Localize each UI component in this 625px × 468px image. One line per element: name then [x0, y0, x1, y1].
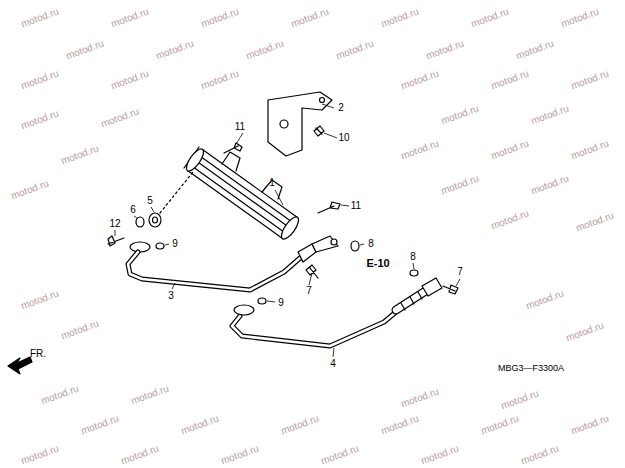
callout-number: 1 [269, 178, 275, 188]
callout-number: 7 [306, 286, 312, 296]
callout-number: 9 [172, 239, 178, 249]
callout-number: 11 [235, 122, 245, 132]
figure-code: MBG3—F3300A [498, 364, 564, 373]
callout-number: 7 [457, 267, 463, 277]
watermark: motod.ru [480, 414, 521, 437]
watermark: motod.ru [20, 7, 61, 30]
watermark: motod.ru [570, 69, 611, 92]
watermark: motod.ru [440, 174, 481, 197]
callout-number: 10 [338, 133, 349, 143]
watermark: motod.ru [80, 414, 121, 437]
watermark: motod.ru [200, 7, 241, 30]
watermark: motod.ru [520, 444, 561, 467]
watermark: motod.ru [490, 209, 531, 232]
watermark: motod.ru [20, 289, 61, 312]
watermark: motod.ru [400, 139, 441, 162]
watermark: motod.ru [10, 179, 51, 202]
watermark: motod.ru [320, 444, 361, 467]
watermark: motod.ru [290, 7, 331, 30]
watermark: motod.ru [60, 144, 101, 167]
watermark: motod.ru [470, 7, 511, 30]
watermark: motod.ru [575, 211, 616, 234]
callout-number: 11 [351, 201, 361, 211]
watermark: motod.ru [530, 174, 571, 197]
watermark: motod.ru [440, 104, 481, 127]
watermark: motod.ru [530, 104, 571, 127]
watermark: motod.ru [490, 139, 531, 162]
watermark: motod.ru [570, 414, 611, 437]
watermark: motod.ru [400, 69, 441, 92]
watermark: motod.ru [220, 444, 261, 467]
watermark: motod.ru [400, 387, 441, 410]
watermark: motod.ru [40, 384, 81, 407]
callout-number: 8 [368, 239, 374, 249]
watermark: motod.ru [565, 321, 606, 344]
watermark: motod.ru [65, 39, 106, 62]
watermark: motod.ru [200, 69, 241, 92]
watermark: motod.ru [110, 7, 151, 30]
watermark: motod.ru [245, 39, 286, 62]
callout-number: 6 [130, 205, 136, 215]
watermark: motod.ru [110, 69, 151, 92]
callout-number: 12 [109, 219, 120, 229]
direction-label: FR. [30, 349, 46, 359]
callout-number: 4 [330, 359, 336, 369]
watermark: motod.ru [60, 319, 101, 342]
callout-number: 5 [147, 196, 153, 206]
watermark: motod.ru [570, 139, 611, 162]
watermark: motod.ru [180, 414, 221, 437]
watermark: motod.ru [280, 414, 321, 437]
watermark: motod.ru [155, 39, 196, 62]
callout-number: 2 [338, 103, 344, 113]
callout-number: 8 [410, 252, 416, 262]
watermark: motod.ru [130, 384, 171, 407]
watermark: motod.ru [335, 39, 376, 62]
watermark: motod.ru [490, 69, 531, 92]
watermark: motod.ru [525, 289, 566, 312]
reference-code: E-10 [366, 258, 389, 269]
watermark: motod.ru [420, 444, 461, 467]
watermark: motod.ru [425, 39, 466, 62]
watermark: motod.ru [515, 39, 556, 62]
watermark: motod.ru [380, 7, 421, 30]
watermark: motod.ru [20, 444, 61, 467]
callout-number: 9 [278, 298, 284, 308]
watermark: motod.ru [500, 389, 541, 412]
watermark: motod.ru [20, 69, 61, 92]
callout-number: 3 [168, 291, 174, 301]
watermark: motod.ru [120, 444, 161, 467]
watermark: motod.ru [20, 109, 61, 132]
watermark: motod.ru [100, 107, 141, 130]
watermark: motod.ru [560, 7, 601, 30]
watermark: motod.ru [380, 414, 421, 437]
